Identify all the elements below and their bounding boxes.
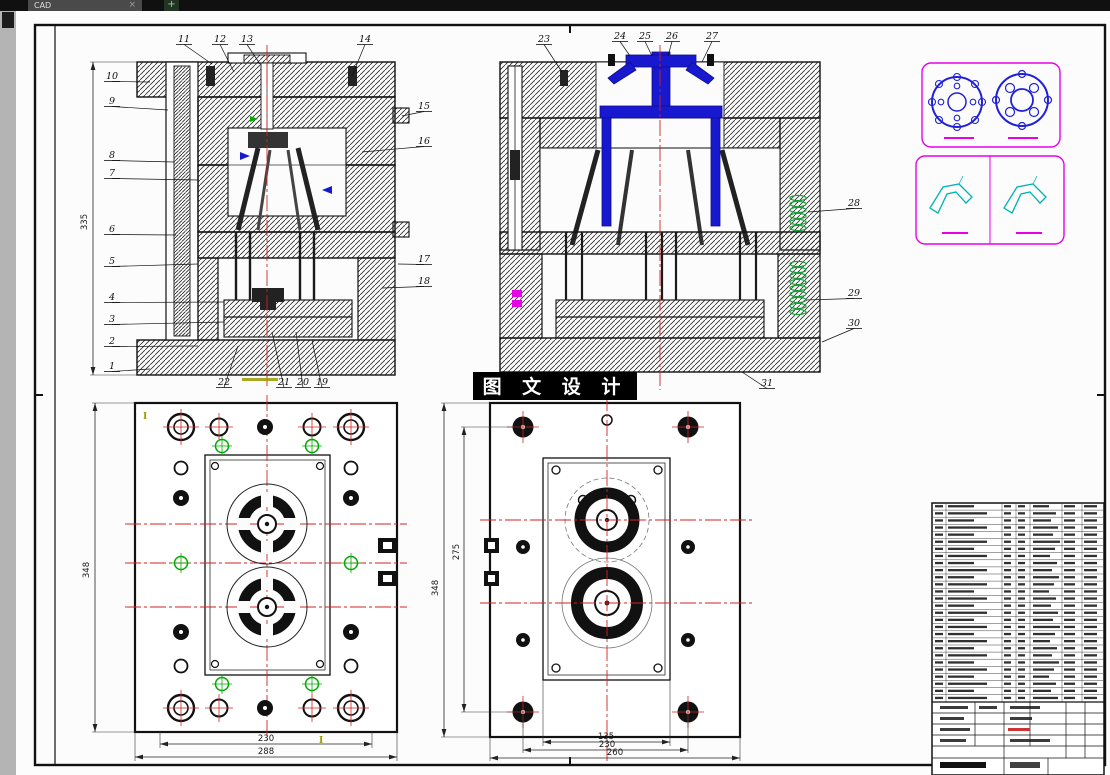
banner-text: 图 文 设 计 bbox=[483, 375, 628, 398]
tab-title: CAD bbox=[34, 1, 52, 10]
plan-view-center bbox=[480, 395, 752, 762]
dimension-view_d_width_outer: 260 bbox=[607, 748, 623, 758]
tab-close-icon[interactable]: × bbox=[128, 0, 136, 10]
callout-12: 12 bbox=[214, 34, 226, 45]
callout-17: 17 bbox=[418, 254, 431, 265]
dimension-view_d_height_outer: 348 bbox=[431, 580, 441, 596]
callout-22: 22 bbox=[217, 377, 230, 388]
parts-table bbox=[931, 502, 1105, 775]
section-mark-bottom: Ⅰ bbox=[319, 736, 323, 746]
callout-14: 14 bbox=[359, 34, 371, 45]
section-view-front bbox=[136, 45, 410, 388]
side-lock-right bbox=[378, 538, 397, 586]
callout-7: 7 bbox=[109, 168, 116, 179]
early-return-mechanism bbox=[599, 51, 723, 227]
design-banner: 图 文 设 计 bbox=[473, 372, 637, 400]
new-tab-button[interactable]: + bbox=[164, 0, 179, 11]
callout-31: 31 bbox=[761, 378, 773, 389]
callout-23: 23 bbox=[537, 34, 550, 45]
callout-18: 18 bbox=[418, 276, 430, 287]
callout-21: 21 bbox=[277, 377, 290, 388]
callout-9: 9 bbox=[109, 96, 115, 107]
callout-4: 4 bbox=[108, 292, 115, 303]
strip-handle[interactable] bbox=[2, 12, 14, 28]
callout-6: 6 bbox=[109, 224, 115, 235]
callout-5: 5 bbox=[109, 256, 115, 267]
callout-13: 13 bbox=[241, 34, 253, 45]
callout-25: 25 bbox=[638, 31, 651, 42]
callout-10: 10 bbox=[106, 71, 118, 82]
dimension-view_c_height: 348 bbox=[82, 562, 92, 578]
dimension-view_c_width_inner: 230 bbox=[258, 734, 274, 744]
section-view-side bbox=[499, 45, 821, 390]
dimension-view_a_height: 335 bbox=[80, 214, 90, 230]
callout-29: 29 bbox=[847, 288, 860, 299]
gear-part-left bbox=[927, 72, 987, 132]
section-mark-top: Ⅰ bbox=[143, 412, 147, 422]
dimension-view_d_width_inner: 135 bbox=[598, 732, 614, 742]
pins-and-springs bbox=[234, 194, 807, 316]
detail-panel-sections bbox=[915, 155, 1065, 245]
side-strip[interactable] bbox=[0, 11, 16, 775]
callout-2: 2 bbox=[108, 336, 115, 347]
plan-view-left-holes bbox=[163, 409, 369, 726]
tab-cad[interactable]: CAD × bbox=[28, 0, 142, 11]
callout-24: 24 bbox=[613, 31, 626, 42]
dimension-view_d_width_mid: 230 bbox=[599, 740, 615, 750]
side-lock-left bbox=[484, 538, 499, 586]
tab-bar: CAD × + bbox=[0, 0, 1110, 11]
callout-11: 11 bbox=[178, 34, 190, 45]
dimension-view_c_width_outer: 288 bbox=[258, 747, 274, 757]
drawing-frame bbox=[33, 23, 1107, 767]
callout-19: 19 bbox=[316, 377, 328, 388]
callout-8: 8 bbox=[109, 150, 115, 161]
detail-panel-gears bbox=[921, 62, 1061, 148]
gear-part-right bbox=[991, 69, 1053, 131]
dimension-view_d_height_inner: 275 bbox=[452, 544, 462, 560]
callout-15: 15 bbox=[418, 101, 430, 112]
callout-30: 30 bbox=[848, 318, 860, 329]
callout-16: 16 bbox=[418, 136, 430, 147]
callout-27: 27 bbox=[705, 31, 719, 42]
callout-26: 26 bbox=[665, 31, 678, 42]
section-symbol-right bbox=[1003, 175, 1047, 214]
callout-1: 1 bbox=[109, 361, 115, 372]
section-symbol-left bbox=[929, 175, 973, 214]
callout-3: 3 bbox=[109, 314, 115, 325]
callout-28: 28 bbox=[847, 198, 860, 209]
